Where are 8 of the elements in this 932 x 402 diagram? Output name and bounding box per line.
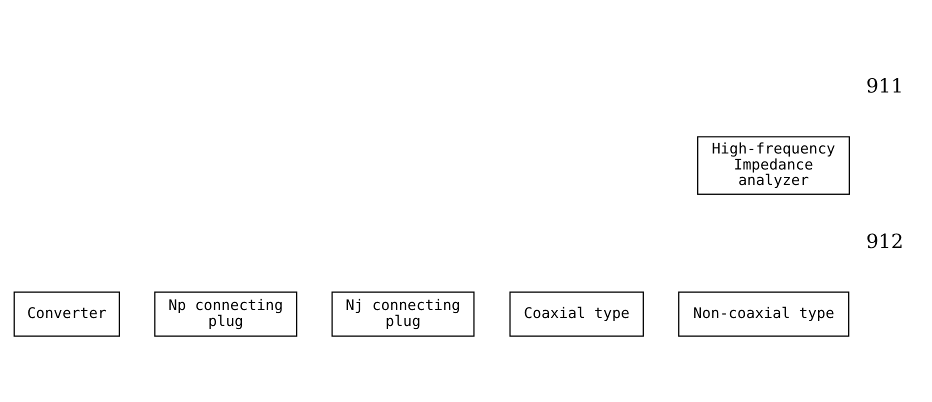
node-box: Converter bbox=[14, 291, 120, 337]
node-box: Non-coaxial type bbox=[678, 291, 850, 337]
label: 912 bbox=[866, 230, 904, 253]
label: 911 bbox=[866, 74, 904, 98]
node-box: High-frequency Impedance analyzer bbox=[697, 136, 850, 195]
node-box: Nj connecting plug bbox=[332, 291, 475, 337]
node-box: Np connecting plug bbox=[154, 291, 298, 337]
node-box: Coaxial type bbox=[509, 291, 644, 337]
